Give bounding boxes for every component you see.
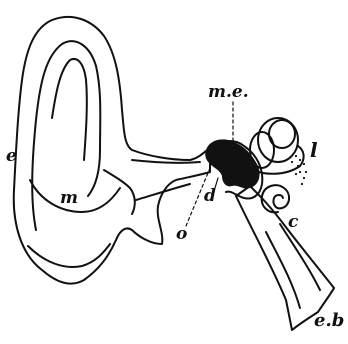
lobule bbox=[28, 244, 110, 267]
label-e: e bbox=[6, 148, 17, 165]
label-eb: e.b bbox=[314, 312, 344, 330]
label-d: d bbox=[204, 188, 216, 205]
label-me: m.e. bbox=[208, 84, 249, 101]
eustachian-inner bbox=[266, 232, 300, 308]
canal-lower bbox=[136, 184, 190, 200]
label-m: m bbox=[60, 190, 78, 207]
cochlea bbox=[262, 185, 289, 212]
label-c: c bbox=[288, 214, 298, 231]
label-l: l bbox=[310, 140, 318, 160]
eustachian-inner-2 bbox=[280, 224, 320, 290]
inner-helix bbox=[52, 59, 87, 160]
label-o: o bbox=[176, 226, 187, 243]
ossicles bbox=[205, 139, 259, 188]
tragus bbox=[104, 170, 135, 214]
